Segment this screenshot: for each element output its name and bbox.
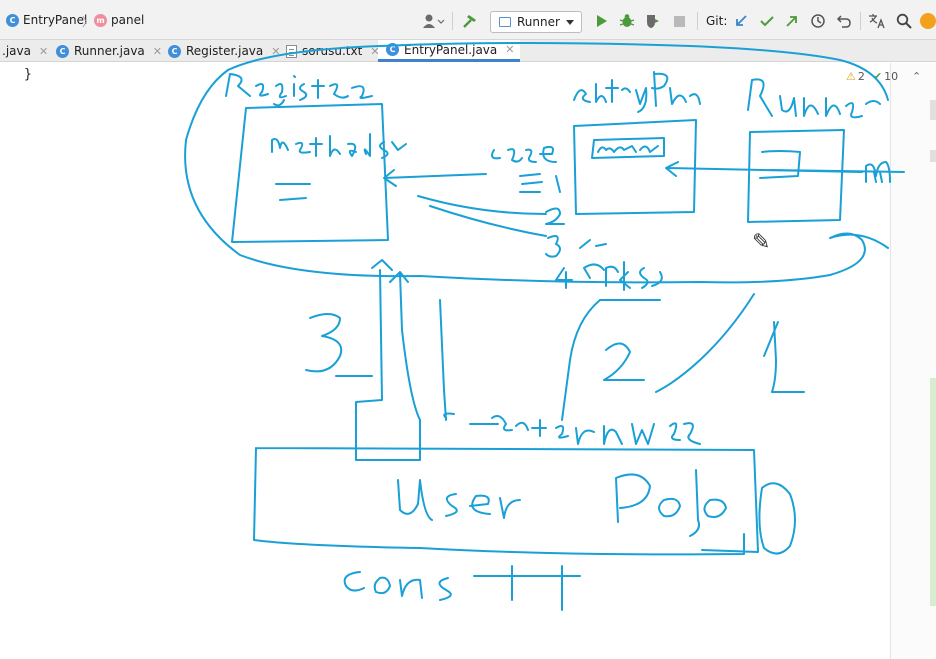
warning-count: 2	[857, 70, 865, 83]
run-icon[interactable]	[592, 11, 612, 31]
class-icon: C	[386, 43, 399, 56]
scrollbar-marker	[930, 100, 936, 120]
code-line: }	[24, 67, 32, 82]
navigation-bar: C EntryPanel 〉 m panel Runner	[0, 0, 936, 40]
check-icon: ✔	[872, 70, 883, 83]
stop-icon[interactable]	[669, 11, 689, 31]
breadcrumb-label: EntryPanel	[23, 13, 88, 27]
text-file-icon	[286, 44, 297, 58]
toolbar-divider	[860, 12, 861, 30]
warning-icon: ⚠	[846, 70, 856, 83]
inspection-widget[interactable]: ⚠ 2 ✔ 10	[846, 70, 898, 83]
breadcrumb-separator-icon: 〉	[82, 15, 95, 29]
scrollbar-marker	[930, 150, 936, 162]
git-update-arrow-icon[interactable]	[731, 11, 751, 31]
rollback-undo-icon[interactable]	[834, 11, 854, 31]
run-config-icon	[499, 17, 511, 27]
tab-runner-java[interactable]: C Runner.java ✕	[56, 40, 162, 62]
tab-label: sorusu.txt	[302, 44, 363, 58]
run-configuration-label: Runner	[517, 15, 560, 29]
breadcrumb-panel[interactable]: m panel	[94, 13, 144, 27]
coverage-shield-icon[interactable]	[643, 11, 663, 31]
git-label: Git:	[706, 14, 728, 28]
editor-tab-bar: .java ✕ C Runner.java ✕ C Register.java …	[0, 40, 936, 62]
chevron-up-icon[interactable]: ⌃	[912, 70, 922, 83]
tab-label: .java	[2, 44, 31, 58]
build-hammer-icon[interactable]	[458, 11, 482, 31]
update-notification-icon[interactable]	[920, 11, 936, 31]
class-icon: C	[168, 44, 181, 58]
tab-label: EntryPanel.java	[404, 42, 498, 57]
close-icon[interactable]: ✕	[505, 43, 515, 56]
git-commit-check-icon[interactable]	[757, 11, 777, 31]
tab-label: Runner.java	[74, 44, 145, 58]
breadcrumb-label: panel	[111, 13, 145, 27]
run-configuration-select[interactable]: Runner	[490, 11, 582, 33]
debug-bug-icon[interactable]	[617, 11, 637, 31]
toolbar-divider	[452, 12, 453, 30]
method-icon: m	[94, 13, 107, 27]
history-clock-icon[interactable]	[808, 11, 828, 31]
user-icon[interactable]	[420, 11, 448, 31]
close-icon[interactable]: ✕	[152, 44, 163, 58]
editor-right-gutter	[890, 63, 936, 659]
class-icon: C	[6, 13, 19, 27]
close-icon[interactable]: ✕	[38, 44, 49, 58]
close-icon[interactable]: ✕	[271, 44, 281, 58]
tab-register-java[interactable]: C Register.java ✕	[168, 40, 280, 62]
tab-label: Register.java	[186, 44, 264, 58]
pencil-cursor-icon: ✎	[752, 230, 771, 255]
breadcrumb-entrypanel[interactable]: C EntryPanel	[6, 13, 87, 27]
translate-icon[interactable]	[866, 11, 888, 31]
tab-sorusu-txt[interactable]: sorusu.txt ✕	[286, 40, 380, 62]
code-editor[interactable]: }	[0, 63, 890, 659]
scrollbar-marker	[930, 378, 936, 606]
search-icon[interactable]	[894, 11, 914, 31]
class-icon: C	[56, 44, 69, 58]
git-push-arrow-icon[interactable]	[782, 11, 802, 31]
toolbar-divider	[697, 12, 698, 30]
tab-java-file[interactable]: .java ✕	[2, 40, 48, 62]
ok-count: 10	[884, 70, 899, 83]
chevron-down-icon	[566, 20, 574, 25]
tab-entrypanel-java[interactable]: C EntryPanel.java ✕	[378, 40, 521, 62]
